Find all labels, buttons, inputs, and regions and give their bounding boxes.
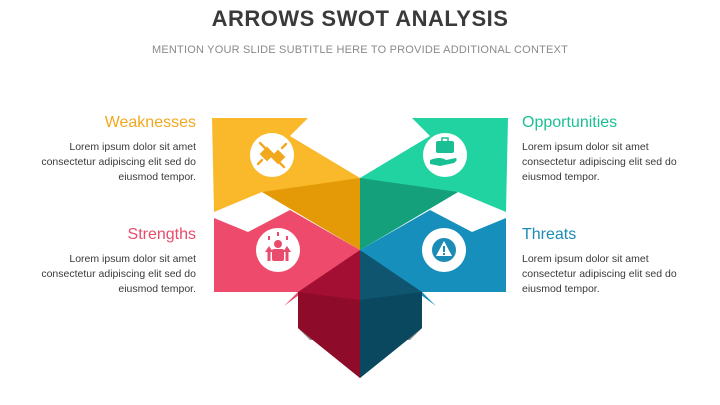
strengths-heading: Strengths bbox=[127, 226, 196, 243]
column-right-face-dark bbox=[360, 292, 422, 378]
weaknesses-heading: Weaknesses bbox=[104, 114, 196, 131]
column-left-face-dark bbox=[298, 292, 360, 378]
threats-description: Lorem ipsum dolor sit amet consectetur a… bbox=[522, 253, 677, 295]
slide-title: ARROWS SWOT ANALYSIS bbox=[211, 6, 509, 31]
weaknesses-icon-circle bbox=[250, 133, 294, 177]
weaknesses-description: Lorem ipsum dolor sit amet consectetur a… bbox=[41, 141, 196, 183]
weaknesses-arrow-fold bbox=[262, 178, 360, 250]
briefcase-hand-icon bbox=[430, 137, 457, 166]
strengths-icon-circle bbox=[256, 228, 300, 272]
opportunities-arrow-fold bbox=[360, 178, 458, 250]
strengths-description: Lorem ipsum dolor sit amet consectetur a… bbox=[41, 253, 196, 295]
opportunities-heading: Opportunities bbox=[522, 114, 618, 131]
unplugged-icon bbox=[256, 141, 288, 169]
threats-icon-circle bbox=[422, 228, 466, 272]
opportunities-description: Lorem ipsum dolor sit amet consectetur a… bbox=[522, 141, 677, 183]
opportunities-icon-circle bbox=[423, 133, 467, 177]
slide-subtitle: MENTION YOUR SLIDE SUBTITLE HERE TO PROV… bbox=[151, 44, 568, 56]
threats-heading: Threats bbox=[522, 226, 577, 243]
warning-icon bbox=[432, 238, 456, 262]
growth-person-icon bbox=[265, 232, 291, 261]
